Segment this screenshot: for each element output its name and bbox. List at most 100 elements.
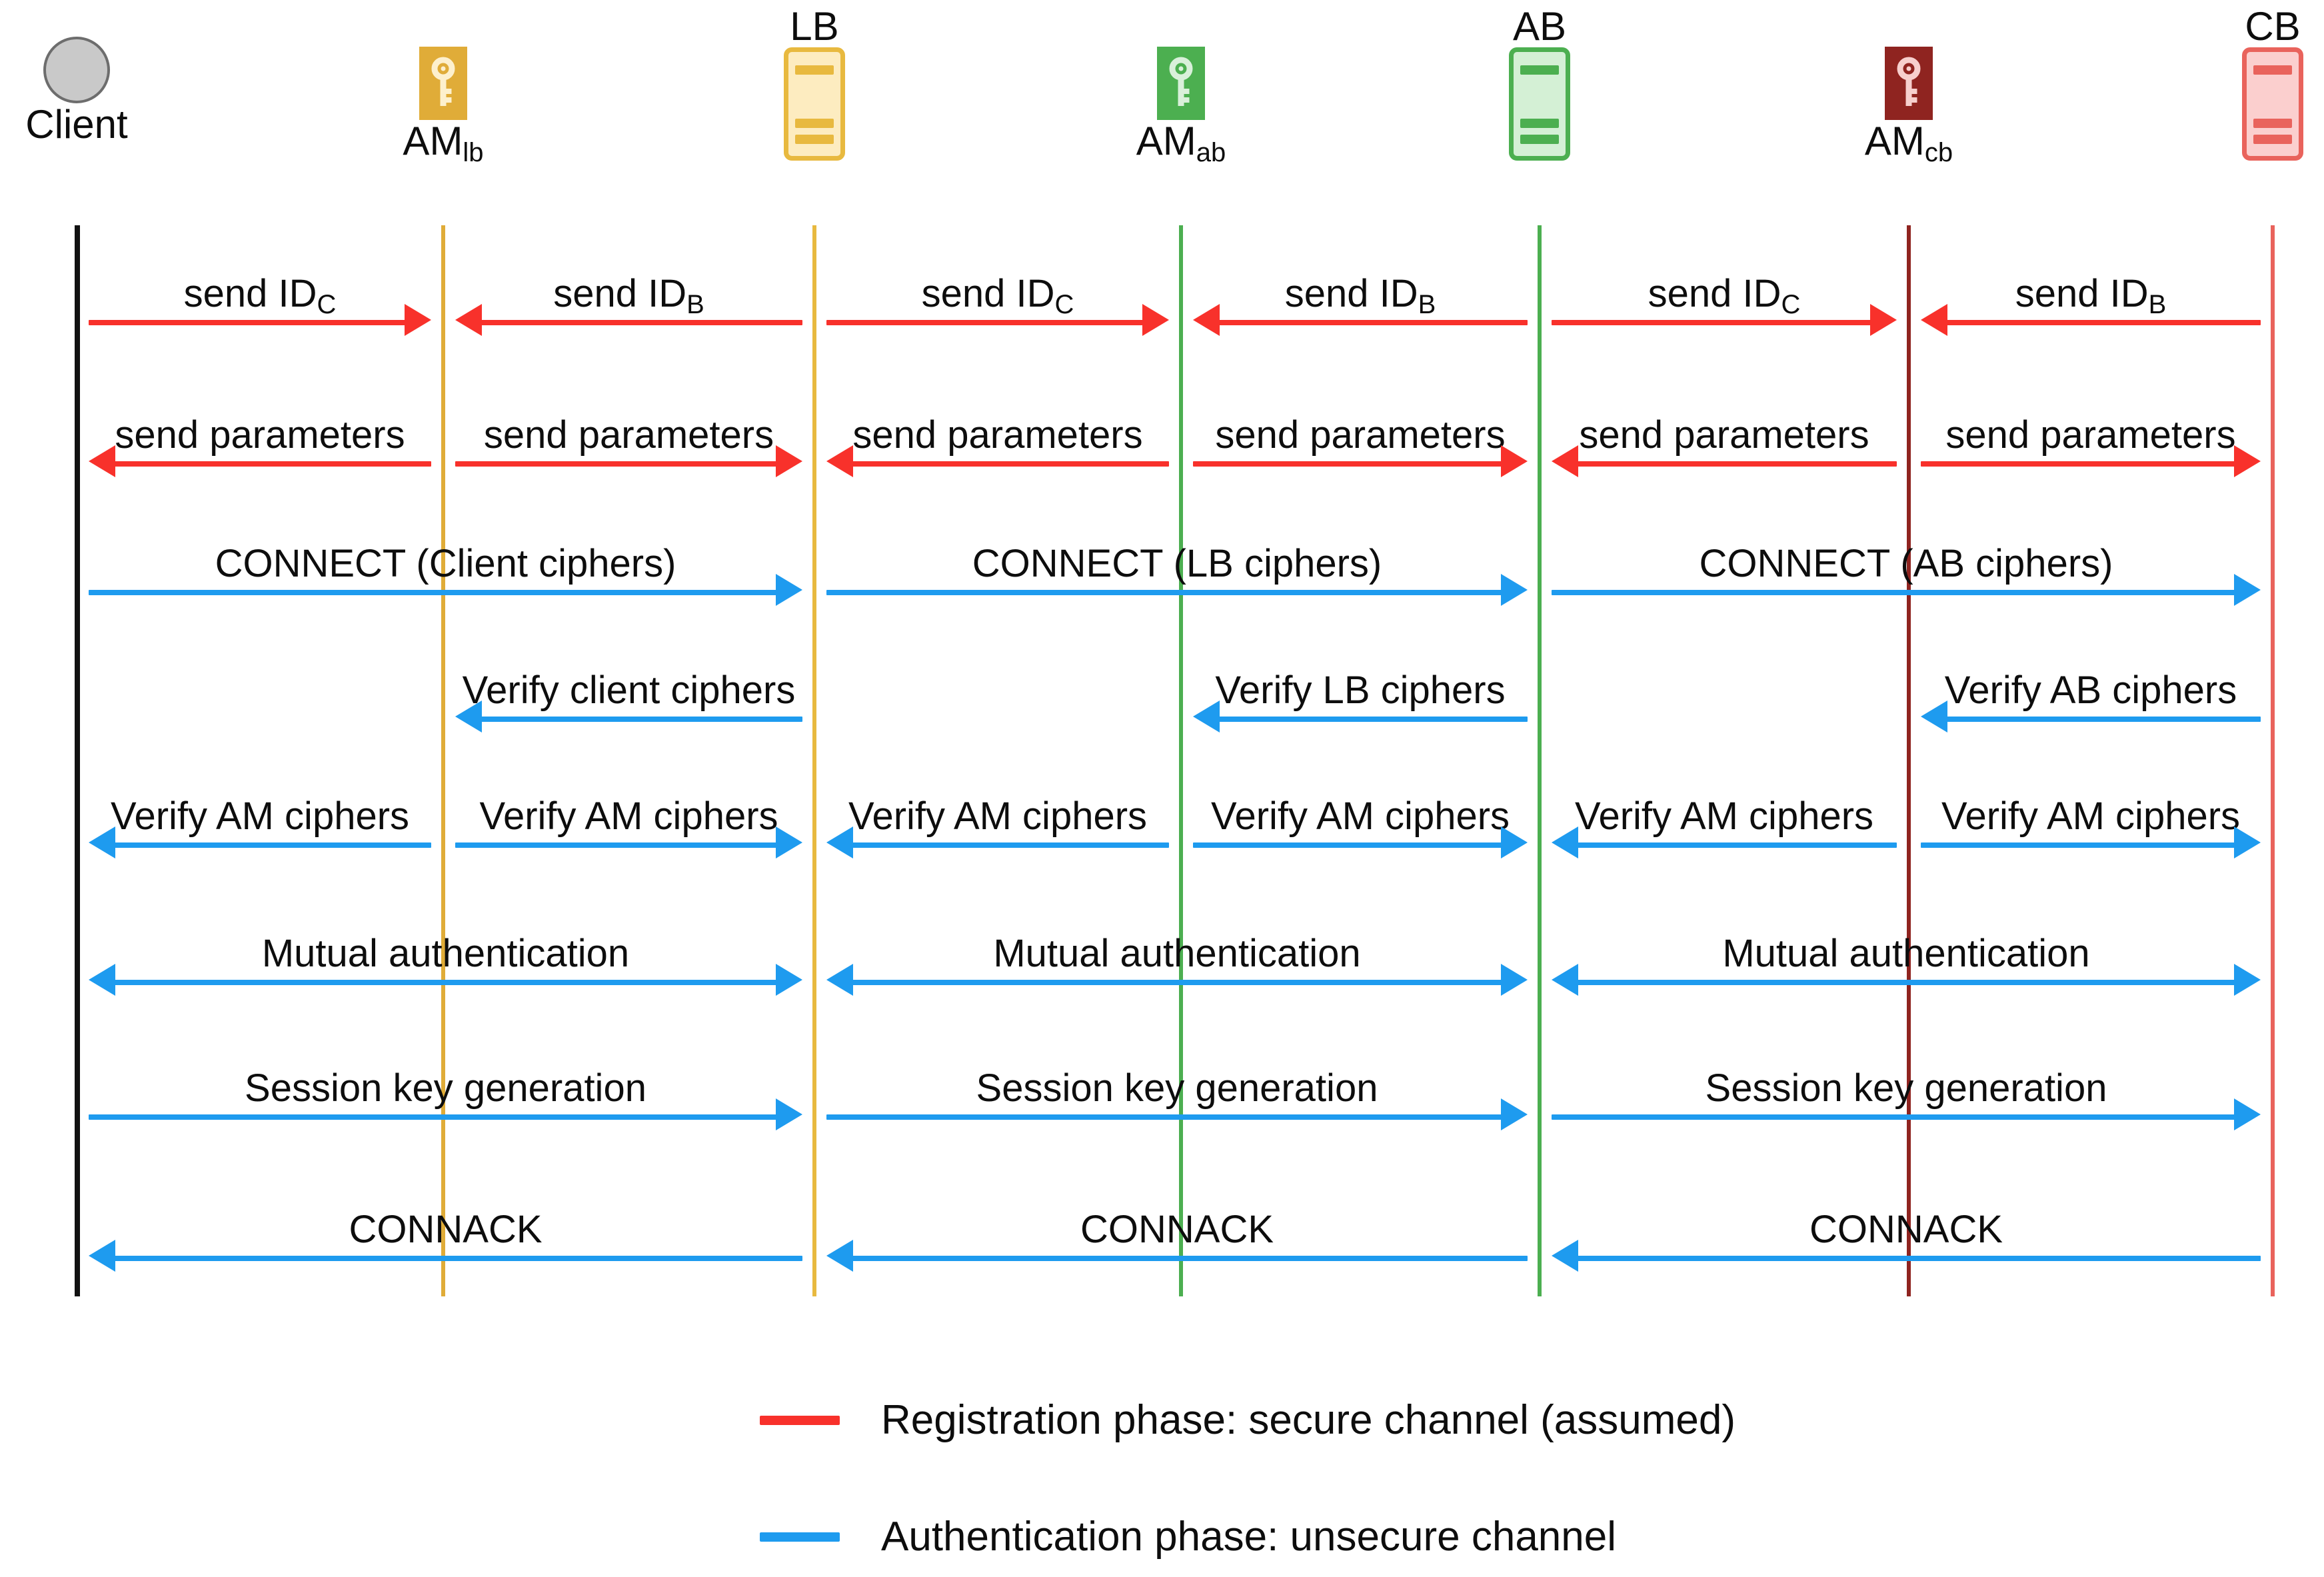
server-slot <box>1520 135 1559 144</box>
message-label: Verify LB ciphers <box>1215 669 1506 712</box>
message-label: Mutual authentication <box>1722 932 2090 975</box>
arrowhead-left <box>455 701 482 733</box>
message-shaft <box>1552 1114 2241 1120</box>
message-label: Session key generation <box>1705 1066 2107 1110</box>
message-registration-5[interactable]: send IDB <box>1921 275 2261 336</box>
key-glyph <box>1169 57 1193 106</box>
message-shaft <box>846 842 1169 848</box>
message-label: Verify AM ciphers <box>1941 794 2241 838</box>
message-authentication-31[interactable]: CONNACK <box>826 1210 1528 1272</box>
message-authentication-23[interactable]: Verify AM ciphers <box>1921 797 2261 858</box>
arrowhead-right <box>1501 964 1528 996</box>
message-label: send parameters <box>1579 413 1869 457</box>
server-slot <box>2253 65 2292 75</box>
message-registration-4[interactable]: send IDC <box>1552 275 1897 336</box>
server-icon <box>1509 47 1570 161</box>
server-slot <box>795 65 834 75</box>
message-authentication-20[interactable]: Verify AM ciphers <box>826 797 1169 858</box>
message-authentication-13[interactable]: CONNECT (LB ciphers) <box>826 545 1528 606</box>
message-authentication-28[interactable]: Session key generation <box>826 1069 1528 1130</box>
actor-am_cb[interactable]: AMcb <box>1809 47 2009 167</box>
message-authentication-22[interactable]: Verify AM ciphers <box>1552 797 1897 858</box>
server-slot <box>1520 119 1559 128</box>
key-icon <box>1885 47 1933 120</box>
message-shaft <box>1921 842 2241 848</box>
message-authentication-24[interactable]: Mutual authentication <box>89 934 802 996</box>
message-label: Verify client ciphers <box>462 669 796 712</box>
arrowhead-right <box>2234 826 2261 858</box>
message-authentication-32[interactable]: CONNACK <box>1552 1210 2261 1272</box>
message-shaft <box>1941 320 2261 325</box>
message-shaft <box>89 590 782 595</box>
message-shaft <box>1941 717 2261 722</box>
message-label: CONNACK <box>349 1208 543 1251</box>
message-authentication-14[interactable]: CONNECT (AB ciphers) <box>1552 545 2261 606</box>
message-label: Verify AM ciphers <box>848 794 1148 838</box>
message-shaft <box>846 461 1169 467</box>
actor-client[interactable]: Client <box>0 37 177 145</box>
key-icon <box>419 47 467 120</box>
message-registration-6[interactable]: send parameters <box>89 416 431 477</box>
arrowhead-right <box>776 1098 802 1130</box>
legend-label-authentication: Authentication phase: unsecure channel <box>881 1514 1617 1560</box>
message-label: send IDC <box>1648 272 1801 319</box>
message-registration-9[interactable]: send parameters <box>1193 416 1528 477</box>
arrowhead-left <box>1921 701 1947 733</box>
message-authentication-21[interactable]: Verify AM ciphers <box>1193 797 1528 858</box>
arrowhead-left <box>826 964 853 996</box>
actor-lb[interactable]: LB <box>714 5 914 161</box>
arrowhead-right <box>1501 574 1528 606</box>
message-authentication-27[interactable]: Session key generation <box>89 1069 802 1130</box>
message-authentication-17[interactable]: Verify AB ciphers <box>1921 671 2261 733</box>
actor-ab[interactable]: AB <box>1440 5 1640 161</box>
message-shaft <box>109 461 431 467</box>
message-label: Verify AB ciphers <box>1944 669 2237 712</box>
actor-label-cb: CB <box>2245 4 2301 49</box>
arrowhead-left <box>1552 826 1578 858</box>
message-registration-3[interactable]: send IDB <box>1193 275 1528 336</box>
legend-label-registration: Registration phase: secure channel (assu… <box>881 1397 1736 1443</box>
key-glyph <box>431 57 455 106</box>
arrowhead-left <box>89 964 115 996</box>
arrowhead-left <box>1193 701 1220 733</box>
legend-item-registration: Registration phase: secure channel (assu… <box>760 1396 1736 1444</box>
message-shaft <box>846 1256 1528 1261</box>
message-label: send parameters <box>483 413 774 457</box>
message-authentication-19[interactable]: Verify AM ciphers <box>455 797 802 858</box>
message-registration-0[interactable]: send IDC <box>89 275 431 336</box>
message-authentication-12[interactable]: CONNECT (Client ciphers) <box>89 545 802 606</box>
message-authentication-26[interactable]: Mutual authentication <box>1552 934 2261 996</box>
message-shaft <box>1552 320 1877 325</box>
message-authentication-30[interactable]: CONNACK <box>89 1210 802 1272</box>
message-registration-10[interactable]: send parameters <box>1552 416 1897 477</box>
message-registration-2[interactable]: send IDC <box>826 275 1169 336</box>
message-authentication-25[interactable]: Mutual authentication <box>826 934 1528 996</box>
actor-am_ab[interactable]: AMab <box>1081 47 1281 167</box>
server-icon <box>2242 47 2303 161</box>
message-authentication-15[interactable]: Verify client ciphers <box>455 671 802 733</box>
actor-label-client: Client <box>25 102 128 147</box>
lifeline-am_cb <box>1907 225 1911 1296</box>
message-registration-7[interactable]: send parameters <box>455 416 802 477</box>
message-authentication-29[interactable]: Session key generation <box>1552 1069 2261 1130</box>
lifeline-lb <box>812 225 816 1296</box>
arrowhead-right <box>1142 304 1169 336</box>
message-label: send IDB <box>2015 272 2167 319</box>
actor-cb[interactable]: CB <box>2173 5 2324 161</box>
message-registration-11[interactable]: send parameters <box>1921 416 2261 477</box>
arrowhead-left <box>89 826 115 858</box>
message-label: CONNECT (Client ciphers) <box>215 542 676 585</box>
message-authentication-18[interactable]: Verify AM ciphers <box>89 797 431 858</box>
message-authentication-16[interactable]: Verify LB ciphers <box>1193 671 1528 733</box>
arrowhead-right <box>2234 964 2261 996</box>
message-shaft <box>1572 461 1897 467</box>
arrowhead-left <box>89 1240 115 1272</box>
message-label: send parameters <box>1215 413 1506 457</box>
message-registration-8[interactable]: send parameters <box>826 416 1169 477</box>
message-shaft <box>1572 842 1897 848</box>
message-registration-1[interactable]: send IDB <box>455 275 802 336</box>
lifeline-ab <box>1538 225 1542 1296</box>
arrowhead-right <box>2234 574 2261 606</box>
actor-am_lb[interactable]: AMlb <box>343 47 543 167</box>
